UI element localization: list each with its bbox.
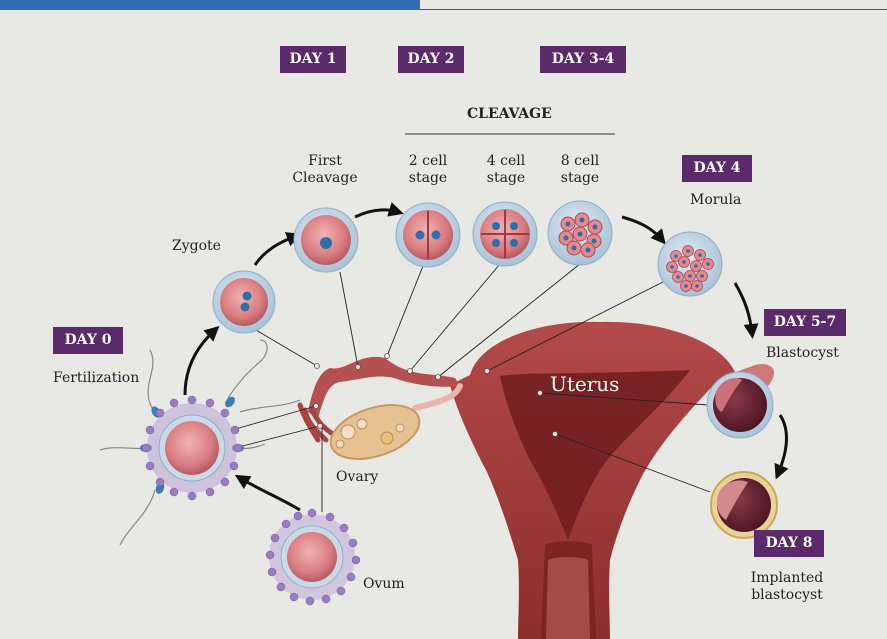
day-4-badge: DAY 4 [682,155,752,182]
two-cell-line-1: 2 cell [398,153,458,170]
ovum-label: Ovum [363,576,405,593]
two-cell-line-2: stage [398,170,458,187]
implanted-blastocyst-cell [711,472,777,538]
ovum-egg [266,509,360,605]
first-cleavage-cell [294,208,358,272]
four-cell-line-2: stage [476,170,536,187]
first-cleavage-line-1: First [290,153,360,170]
eight-cell-label: 8 cell stage [550,153,610,187]
day-0-badge: DAY 0 [53,327,123,354]
four-cell-stage [473,202,537,266]
morula-cell [658,232,722,296]
zygote-label: Zygote [172,238,221,255]
day-5-7-badge: DAY 5-7 [764,309,846,336]
blastocyst-cell [707,372,773,438]
day-3-4-badge: DAY 3-4 [540,46,626,73]
implanted-line-1: Implanted [742,570,832,587]
day-1-badge: DAY 1 [280,46,346,73]
blastocyst-label: Blastocyst [766,345,839,362]
implanted-blastocyst-label: Implanted blastocyst [742,570,832,604]
eight-cell-stage [548,201,612,265]
uterus-label: Uterus [550,372,619,396]
day-2-badge: DAY 2 [398,46,464,73]
morula-label: Morula [690,192,741,209]
cleavage-heading: CLEAVAGE [467,106,552,123]
fertilization-label: Fertilization [53,370,139,387]
ovary-shape [324,395,426,469]
ovary-label: Ovary [336,469,378,486]
first-cleavage-line-2: Cleavage [290,170,360,187]
eight-cell-line-1: 8 cell [550,153,610,170]
day-8-badge: DAY 8 [754,530,824,557]
four-cell-label: 4 cell stage [476,153,536,187]
eight-cell-line-2: stage [550,170,610,187]
first-cleavage-label: First Cleavage [290,153,360,187]
zygote-cell [213,271,275,333]
two-cell-stage [396,203,460,267]
four-cell-line-1: 4 cell [476,153,536,170]
two-cell-label: 2 cell stage [398,153,458,187]
implanted-line-2: blastocyst [742,587,832,604]
